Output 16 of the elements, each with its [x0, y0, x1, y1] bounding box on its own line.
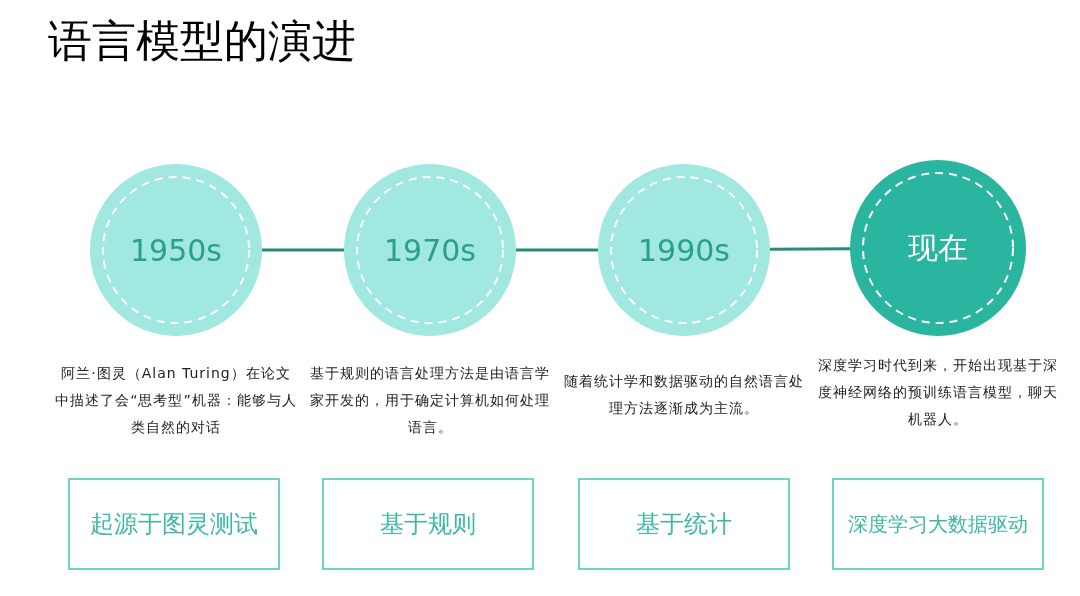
description-text: 阿兰·图灵（Alan Turing）在论文中描述了会“思考型”机器：能够与人类自然的对话 — [54, 364, 298, 437]
label-box: 基于统计 — [578, 478, 790, 570]
year-circle: 1990s — [598, 164, 770, 336]
year-circle: 1950s — [90, 164, 262, 336]
label-box: 基于规则 — [322, 478, 534, 570]
description-text: 随着统计学和数据驱动的自然语言处理方法逐渐成为主流。 — [563, 372, 805, 418]
year-circle: 1970s — [344, 164, 516, 336]
year-circle: 现在 — [850, 160, 1026, 336]
connector-line — [516, 248, 598, 252]
label-box: 起源于图灵测试 — [68, 478, 280, 570]
label-box: 深度学习大数据驱动 — [832, 478, 1044, 570]
connector-line — [770, 247, 850, 251]
title: 语言模型的演进 — [48, 14, 356, 68]
description-text: 深度学习时代到来，开始出现基于深度神经网络的预训练语言模型，聊天机器人。 — [817, 356, 1059, 429]
connector-line — [262, 248, 344, 252]
description-text: 基于规则的语言处理方法是由语言学家开发的，用于确定计算机如何处理语言。 — [309, 364, 551, 437]
